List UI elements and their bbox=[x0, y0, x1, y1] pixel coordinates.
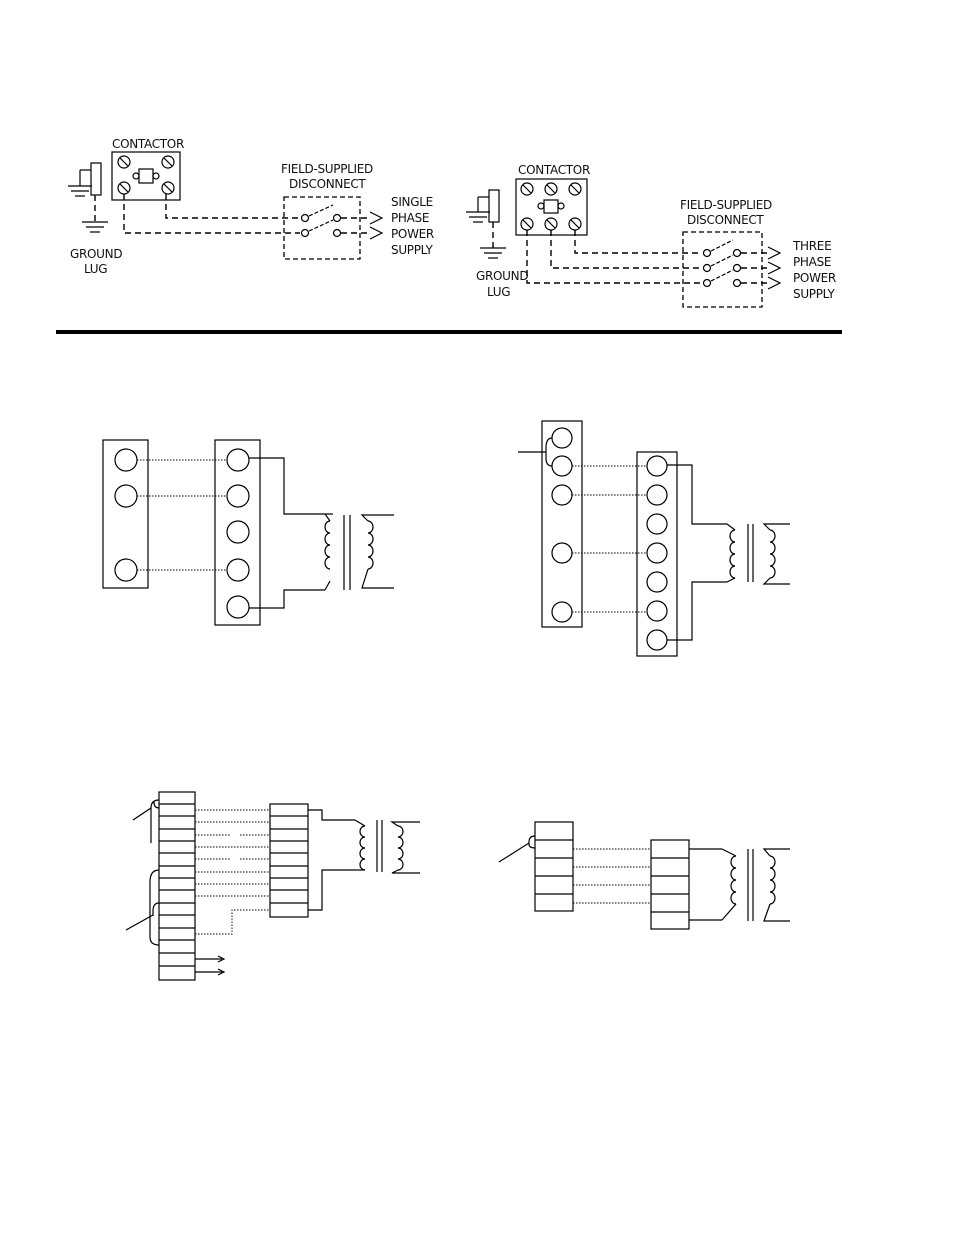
transformer-icon bbox=[325, 514, 394, 590]
supply-label-2: PHASE bbox=[793, 255, 831, 269]
supply-label-1: SINGLE bbox=[391, 195, 433, 209]
ground-lug-label-2: LUG bbox=[487, 285, 510, 299]
three-phase-wires bbox=[527, 230, 702, 283]
ground-lug-icon bbox=[68, 163, 108, 232]
disconnect-switch-icon bbox=[683, 232, 780, 307]
contactor-label: CONTACTOR bbox=[112, 137, 184, 151]
ground-lug-label-1: GROUND bbox=[476, 269, 528, 283]
supply-label-1: THREE bbox=[792, 239, 831, 253]
single-phase-wiring-diagram: GROUND LUG CONTACTOR FIELD-SUPPLIED DISC… bbox=[68, 137, 434, 276]
disconnect-switch-icon bbox=[284, 197, 382, 259]
contactor-label: CONTACTOR bbox=[518, 163, 590, 177]
ground-lug-icon bbox=[466, 190, 506, 258]
contactor-icon bbox=[112, 152, 180, 200]
transformer-icon bbox=[727, 524, 790, 584]
ground-lug-label-1: GROUND bbox=[70, 247, 122, 261]
transformer-icon bbox=[355, 820, 420, 873]
disconnect-label-2: DISCONNECT bbox=[289, 177, 366, 191]
supply-label-3: POWER bbox=[793, 271, 836, 285]
supply-label-4: SUPPLY bbox=[793, 287, 835, 301]
terminal-strip-diagram-d bbox=[499, 822, 790, 929]
supply-label-4: SUPPLY bbox=[391, 243, 433, 257]
transformer-icon bbox=[722, 849, 790, 921]
disconnect-label-2: DISCONNECT bbox=[687, 213, 764, 227]
terminal-block-diagram-a bbox=[103, 440, 394, 625]
terminal-block-diagram-b bbox=[518, 421, 790, 656]
section-divider bbox=[56, 330, 842, 334]
three-phase-wiring-diagram: GROUND LUG CONTACTOR FIELD-SUPPLIED DISC… bbox=[466, 163, 836, 307]
ground-lug-label-2: LUG bbox=[84, 262, 107, 276]
contactor-icon bbox=[516, 179, 587, 235]
disconnect-label-1: FIELD-SUPPLIED bbox=[281, 162, 373, 176]
disconnect-label-1: FIELD-SUPPLIED bbox=[680, 198, 772, 212]
supply-label-2: PHASE bbox=[391, 211, 429, 225]
supply-label-3: POWER bbox=[391, 227, 434, 241]
terminal-strip-diagram-c bbox=[126, 792, 420, 980]
